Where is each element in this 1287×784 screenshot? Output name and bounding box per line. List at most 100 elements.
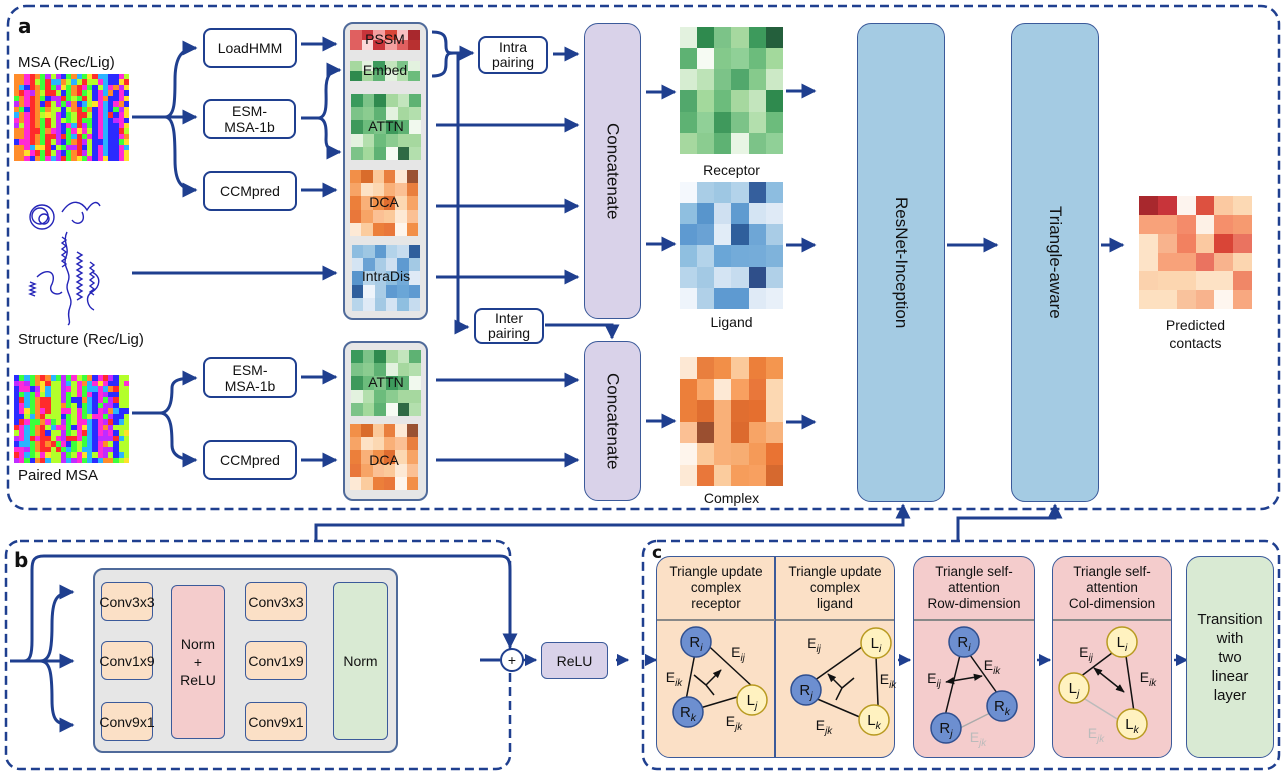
heatmap-cell bbox=[748, 421, 766, 443]
heatmap-cell bbox=[362, 133, 375, 147]
heatmap-cell bbox=[386, 389, 398, 403]
msa-cell bbox=[118, 122, 124, 129]
msa-cell bbox=[45, 90, 51, 96]
heatmap-cell bbox=[1214, 290, 1234, 309]
msa-cell bbox=[118, 112, 124, 118]
msa-cell bbox=[50, 441, 56, 447]
heatmap-cell bbox=[697, 48, 715, 70]
msa-cell bbox=[123, 106, 129, 113]
msa-cell bbox=[19, 452, 25, 458]
msa-cell bbox=[24, 446, 30, 452]
heatmap-cell bbox=[748, 111, 766, 133]
heatmap-cell bbox=[350, 71, 362, 81]
heatmap-cell bbox=[374, 120, 386, 134]
msa-cell bbox=[81, 133, 88, 140]
msa-cell bbox=[113, 144, 119, 151]
msa-cell bbox=[81, 122, 88, 129]
heatmap-cell bbox=[748, 400, 766, 422]
msa-cell bbox=[123, 122, 129, 129]
node-label: Ri bbox=[689, 634, 703, 654]
msa-cell bbox=[40, 95, 46, 102]
heatmap-cell bbox=[406, 424, 418, 438]
msa-cell bbox=[108, 424, 114, 430]
heatmap-cell bbox=[714, 357, 732, 379]
msa-cell bbox=[97, 112, 103, 118]
heatmap-cell bbox=[680, 400, 698, 422]
msa-cell bbox=[34, 79, 41, 85]
msa-cell bbox=[34, 397, 41, 403]
heatmap-cell bbox=[383, 170, 396, 184]
msa-cell bbox=[40, 386, 46, 392]
msa-cell bbox=[71, 452, 77, 458]
heatmap-cell bbox=[372, 463, 384, 477]
heatmap-cell bbox=[351, 389, 363, 403]
msa-cell bbox=[24, 413, 30, 419]
msa-cell bbox=[29, 150, 35, 156]
edge-line bbox=[705, 684, 715, 696]
heatmap-cell bbox=[406, 183, 418, 197]
msa-cell bbox=[55, 155, 62, 161]
msa-cell bbox=[108, 95, 114, 102]
msa-cell bbox=[92, 391, 98, 397]
msa-cell bbox=[113, 90, 119, 96]
conv3x3-left-box: Conv3x3 bbox=[99, 582, 155, 621]
msa-cell bbox=[55, 74, 62, 80]
heatmap-cell bbox=[374, 402, 386, 416]
msa-cell bbox=[55, 402, 62, 408]
msa-cell bbox=[50, 424, 56, 430]
msa-cell bbox=[118, 435, 124, 441]
msa-cell bbox=[29, 144, 35, 151]
heatmap-cell bbox=[1195, 252, 1215, 272]
concatenate-paired-label: Concatenate bbox=[603, 372, 623, 470]
heatmap-cell bbox=[397, 297, 409, 311]
msa-cell bbox=[61, 446, 67, 452]
msa-cell bbox=[97, 441, 103, 447]
msa-cell bbox=[19, 430, 25, 436]
msa-cell bbox=[71, 117, 77, 123]
heatmap-cell bbox=[680, 421, 698, 443]
msa-cell bbox=[87, 386, 93, 392]
msa-cell bbox=[118, 84, 124, 91]
msa-cell bbox=[66, 101, 72, 107]
msa-cell bbox=[71, 79, 77, 85]
heatmap-cell bbox=[697, 132, 715, 154]
msa-cell bbox=[102, 413, 109, 419]
msa-cell bbox=[92, 112, 98, 118]
msa-cell bbox=[34, 133, 41, 140]
heatmap-cell bbox=[714, 378, 732, 400]
msa-cell bbox=[50, 446, 56, 452]
heatmap-cell bbox=[680, 90, 698, 112]
msa-cell bbox=[24, 128, 30, 134]
msa-cell bbox=[87, 419, 93, 425]
msa-cell bbox=[102, 139, 109, 145]
heatmap-cell bbox=[406, 222, 418, 236]
msa-cell bbox=[24, 122, 30, 129]
msa-cell bbox=[76, 133, 82, 140]
node-label: Li bbox=[1117, 634, 1128, 654]
msa-cell bbox=[92, 402, 98, 408]
msa-cell bbox=[76, 128, 82, 134]
msa-cell bbox=[45, 391, 51, 397]
msa-cell bbox=[102, 155, 109, 161]
heatmap-cell bbox=[350, 437, 362, 451]
conv1x9-left-box: Conv1x9 bbox=[99, 641, 155, 680]
msa-cell bbox=[61, 117, 67, 123]
msa-cell bbox=[123, 424, 129, 430]
heatmap-cell bbox=[385, 61, 397, 71]
msa-cell bbox=[29, 112, 35, 118]
msa-cell bbox=[61, 128, 67, 134]
panel-link-arrows bbox=[314, 503, 1063, 541]
msa-cell bbox=[29, 419, 35, 425]
msa-cell bbox=[61, 380, 67, 386]
msa-cell bbox=[108, 90, 114, 96]
msa-cell bbox=[81, 408, 88, 414]
msa-cell bbox=[24, 452, 30, 458]
heatmap-cell bbox=[765, 245, 783, 267]
ccmpred-paired-box: CCMpred bbox=[203, 440, 297, 480]
msa-cell bbox=[76, 84, 82, 91]
msa-cell bbox=[29, 122, 35, 129]
msa-cell bbox=[102, 408, 109, 414]
msa-cell bbox=[34, 95, 41, 102]
msa-cell bbox=[29, 402, 35, 408]
msa-cell bbox=[34, 430, 41, 436]
